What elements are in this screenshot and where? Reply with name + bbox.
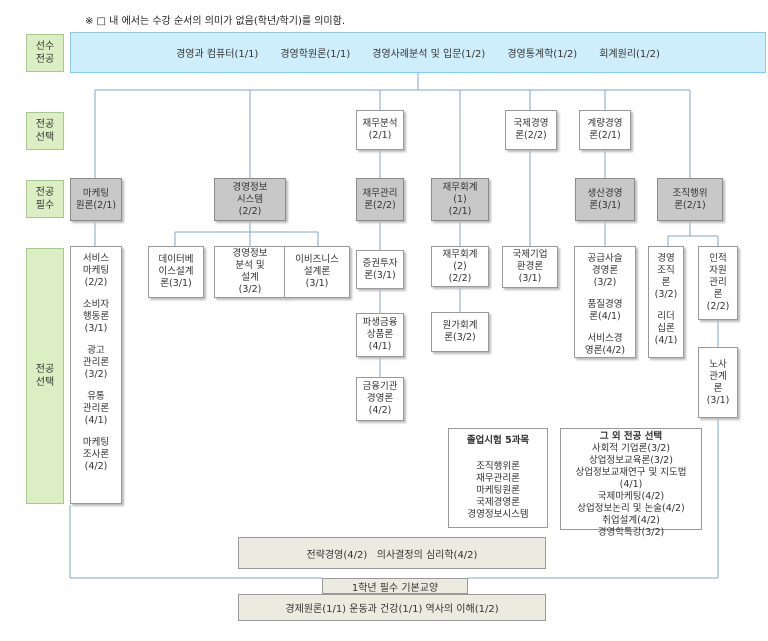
- course-securities-investment: 증권투자 론(3/1): [356, 250, 404, 289]
- list-item: (4/1): [619, 479, 643, 490]
- course-marketing-principles: 마케팅 원론(2/1): [70, 178, 122, 221]
- course-database-design: 데이터베 이스설계 론(3/1): [148, 246, 204, 298]
- category-major-required: 전공 필수: [26, 180, 64, 218]
- list-item: 소비자 행동론 (3/1): [82, 299, 110, 334]
- freshman-requirement-label: 1학년 필수 기본교양: [322, 578, 468, 594]
- course-production-management: 생산경영 론(3/1): [575, 178, 635, 221]
- course-cost-accounting: 원가회계 론(3/2): [431, 312, 489, 352]
- list-item: 국제마케팅(4/2): [597, 491, 665, 502]
- course-finance-analysis: 재무분석 (2/1): [356, 110, 404, 150]
- prereq-course: 경영과 컴퓨터(1/1): [176, 49, 259, 60]
- prereq-course: 회계원리(1/2): [599, 49, 660, 60]
- list-item: 품질경영 론(4/1): [587, 299, 623, 322]
- list-item: 리더 십론 (4/1): [654, 311, 678, 346]
- category-prerequisite: 선수 전공: [26, 34, 64, 72]
- course-org-behavior: 조직행위 론(2/1): [657, 178, 723, 221]
- prereq-course: 경영학원론(1/1): [280, 49, 351, 60]
- list-item: 마케팅원론: [476, 485, 520, 496]
- org-electives-list: 경영 조직 론 (3/2) 리더 십론 (4/1): [648, 246, 684, 358]
- course-mis-analysis: 경영정보 분석 및 설계 (3/2): [214, 246, 286, 298]
- list-item: 재무관리론: [476, 473, 520, 484]
- other-electives-box: 그 외 전공 선택 사회적 기업론(3/2) 상업정보교육론(3/2) 상업정보…: [560, 428, 702, 538]
- list-item: 취업설계(4/2): [602, 515, 660, 526]
- prereq-course: 경영통계학(1/2): [507, 49, 578, 60]
- list-item: 서비스 마케팅 (2/2): [82, 253, 110, 288]
- list-item: 경영 조직 론 (3/2): [654, 253, 678, 300]
- list-item: 사회적 기업론(3/2): [591, 443, 671, 454]
- prerequisite-bar: 경영과 컴퓨터(1/1) 경영학원론(1/1) 경영사례분석 및 입문(1/2)…: [70, 32, 766, 73]
- course-finance-management: 재무관리 론(2/2): [356, 178, 404, 221]
- category-major-elective: 전공 선택: [26, 112, 64, 150]
- course-mis: 경영정보 시스템 (2/2): [214, 178, 286, 221]
- list-item: 마케팅 조사론 (4/2): [82, 437, 110, 472]
- list-item: 상업정보교재연구 및 지도법: [575, 467, 687, 478]
- course-intl-management: 국제경영 론(2/2): [505, 110, 557, 150]
- list-item: 경영정보시스템: [467, 509, 529, 520]
- course-financial-accounting-1: 재무회계 (1) (2/1): [431, 178, 489, 221]
- category-major-elective-bottom: 전공 선택: [26, 248, 64, 504]
- list-item: 공급사슬 경영론 (3/2): [587, 253, 623, 288]
- list-item: 상업정보교육론(3/2): [589, 455, 673, 466]
- course-ebusiness-design: 이비즈니스 설계론 (3/1): [284, 246, 350, 298]
- course-quant-management: 계량경영 론(2/1): [579, 110, 631, 150]
- list-item: 조직행위론: [476, 461, 520, 472]
- other-electives-title: 그 외 전공 선택: [599, 431, 663, 442]
- list-item: 서비스경 영론(4/2): [584, 333, 626, 356]
- course-financial-accounting-2: 재무회계 (2) (2/2): [431, 246, 489, 287]
- course-labor-relations: 노사 관계 론 (3/1): [698, 347, 738, 418]
- course-derivatives: 파생금융 상품론 (4/1): [356, 313, 404, 357]
- freshman-courses-bar: 경제원론(1/1) 운동과 건강(1/1) 역사의 이해(1/2): [238, 594, 546, 621]
- marketing-electives-list: 서비스 마케팅 (2/2) 소비자 행동론 (3/1) 광고 관리론 (3/2)…: [70, 246, 122, 504]
- graduation-exam-box: 졸업시험 5과목 조직행위론 재무관리론 마케팅원론 국제경영론 경영정보시스템: [448, 428, 548, 528]
- legend-note: ※ □ 내 에서는 수강 순서의 의미가 없음(학년/학기)를 의미함.: [85, 16, 346, 27]
- list-item: 유통 관리론 (4/1): [82, 391, 110, 426]
- list-item: 국제경영론: [476, 497, 520, 508]
- graduation-exam-title: 졸업시험 5과목: [466, 435, 530, 446]
- course-financial-institutions: 금융기관 경영론 (4/2): [356, 377, 404, 421]
- list-item: 경영학특강(3/2): [597, 527, 665, 538]
- list-item: 상업정보논리 및 논술(4/2): [577, 503, 685, 514]
- list-item: 광고 관리론 (3/2): [82, 345, 110, 380]
- course-hr-management: 인적 자원 관리 론 (2/2): [698, 246, 738, 320]
- course-intl-business-env: 국제기업 환경론 (3/1): [502, 246, 558, 288]
- prereq-course: 경영사례분석 및 입문(1/2): [372, 49, 486, 60]
- production-electives-list: 공급사슬 경영론 (3/2) 품질경영 론(4/1) 서비스경 영론(4/2): [574, 246, 636, 358]
- strategy-courses-bar: 전략경영(4/2) 의사결정의 심리학(4/2): [238, 537, 546, 569]
